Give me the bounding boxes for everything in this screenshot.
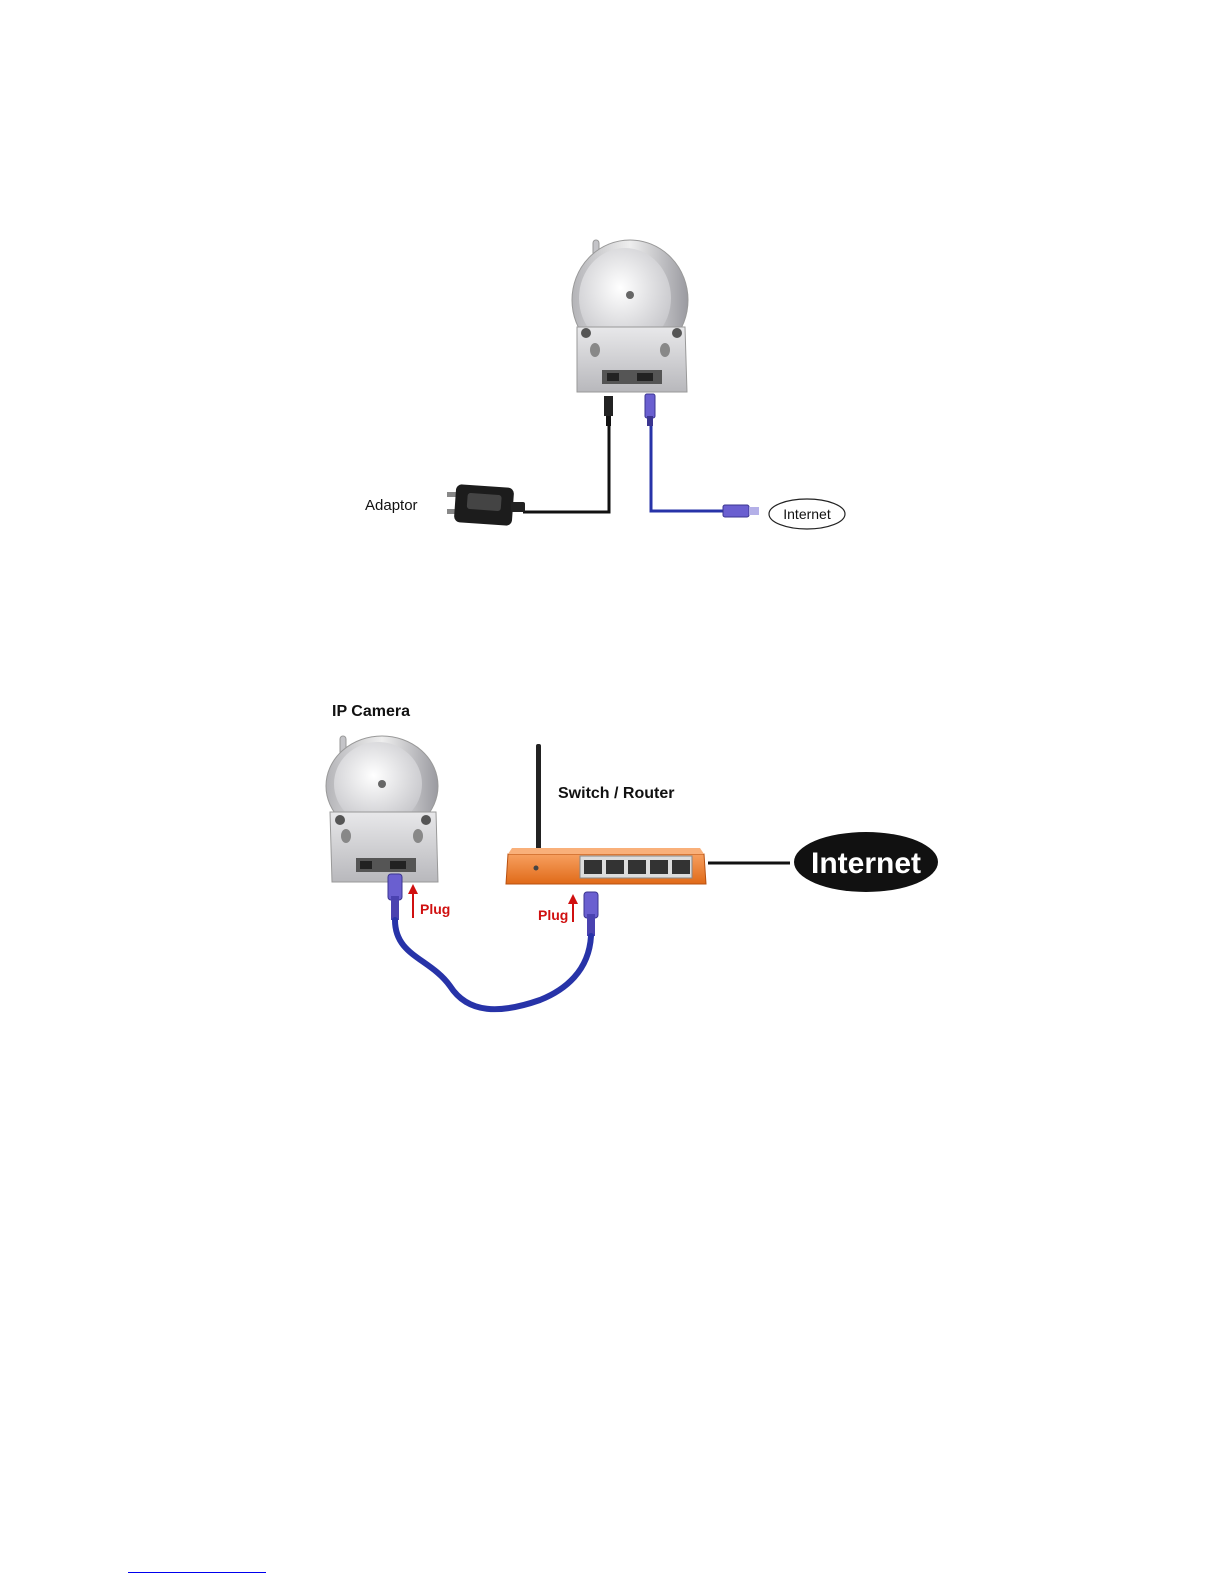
ip-camera-icon — [326, 736, 438, 882]
plug-label-right: Plug — [538, 907, 568, 923]
plug-arrow-left-icon — [408, 884, 418, 918]
switch-router-icon — [506, 744, 706, 884]
ethernet-cable — [395, 920, 591, 1009]
internet-label: Internet — [783, 506, 831, 522]
ip-camera-icon — [572, 240, 688, 392]
internet-badge: Internet — [794, 832, 938, 892]
network-cable — [645, 394, 759, 517]
diagram-camera-router-internet: IP Camera Switch / Router Internet — [300, 696, 950, 1026]
plug-arrow-right-icon — [568, 894, 578, 922]
internet-label: Internet — [811, 847, 921, 880]
switch-router-label: Switch / Router — [558, 785, 674, 802]
ip-camera-label: IP Camera — [332, 703, 410, 720]
diagram-camera-power-and-network: Adaptor Internet — [355, 232, 855, 536]
camera-network-connector — [388, 874, 402, 920]
power-adaptor-icon — [447, 484, 525, 526]
power-cable — [523, 396, 613, 512]
adaptor-label: Adaptor — [365, 497, 418, 514]
footer-link-underline[interactable] — [128, 1572, 266, 1573]
internet-badge: Internet — [769, 499, 845, 529]
router-network-connector — [584, 892, 598, 936]
plug-label-left: Plug — [420, 901, 450, 917]
